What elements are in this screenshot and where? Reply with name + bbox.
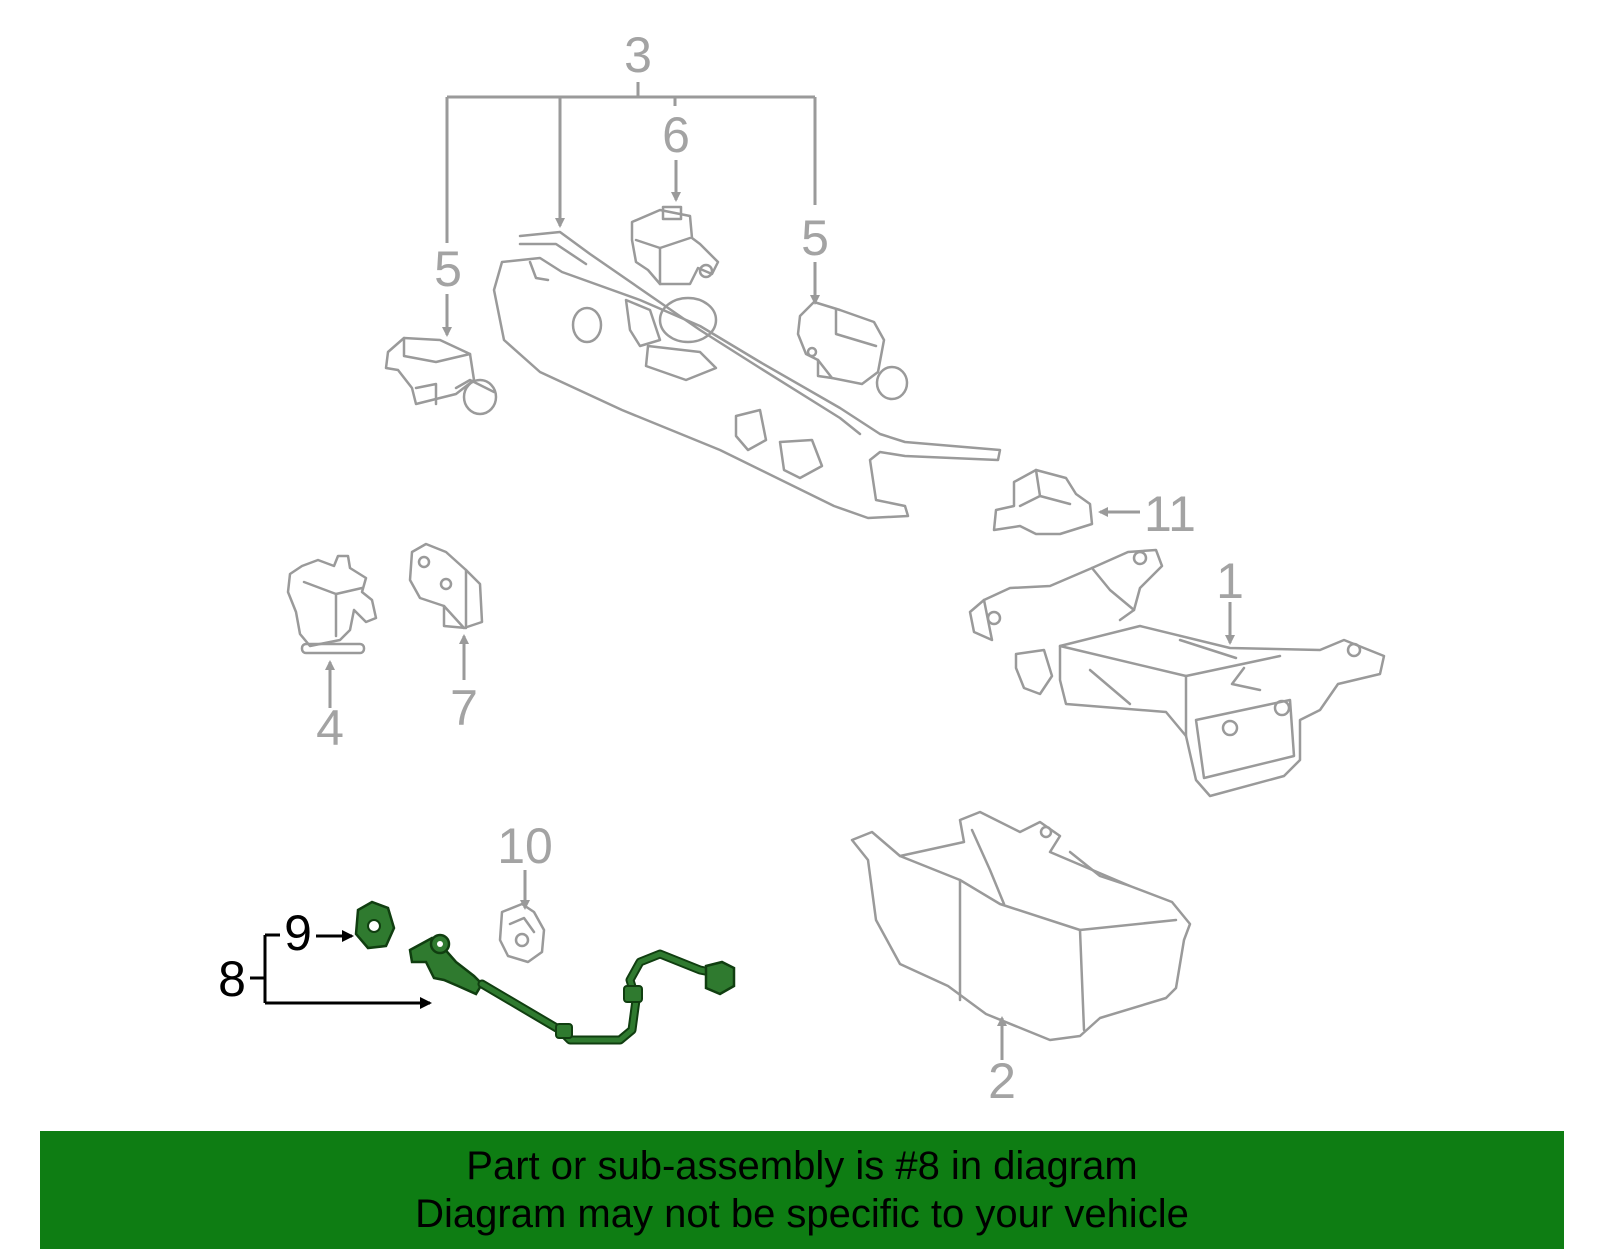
callout-11: 11 <box>1144 486 1196 542</box>
oxygen-sensor-part-8 <box>408 933 736 1045</box>
disclaimer-line-1: Part or sub-assembly is #8 in diagram <box>466 1144 1138 1188</box>
gasket-part-9 <box>354 900 396 950</box>
bracket-8 <box>250 930 432 1009</box>
valve-part-4 <box>286 554 378 655</box>
callout-1: 1 <box>1216 553 1244 609</box>
disclaimer-line-2: Diagram may not be specific to your vehi… <box>415 1192 1189 1236</box>
vacuum-bracket-part-3 <box>492 230 1002 520</box>
callout-5-left: 5 <box>434 241 462 297</box>
callout-9: 9 <box>284 905 312 961</box>
purge-solenoid-part-6 <box>630 205 720 286</box>
callout-8: 8 <box>218 951 246 1007</box>
callout-2: 2 <box>988 1053 1016 1109</box>
bracket-part-7 <box>408 542 484 630</box>
callout-6: 6 <box>662 107 690 163</box>
callout-5-right: 5 <box>801 210 829 266</box>
valve-part-11 <box>992 468 1094 536</box>
callout-10: 10 <box>497 818 553 874</box>
callout-7: 7 <box>450 680 478 736</box>
callout-3: 3 <box>624 27 652 83</box>
canister-cover-part-2 <box>850 810 1192 1042</box>
vsv-right-part-5 <box>796 300 909 401</box>
callout-4: 4 <box>316 700 344 756</box>
charcoal-canister-part-1 <box>968 548 1386 798</box>
bracket-3 <box>445 82 817 243</box>
clamp-part-10 <box>498 902 546 964</box>
disclaimer-banner: Part or sub-assembly is #8 in diagram Di… <box>40 1131 1564 1249</box>
vsv-left-part-5 <box>384 336 498 416</box>
